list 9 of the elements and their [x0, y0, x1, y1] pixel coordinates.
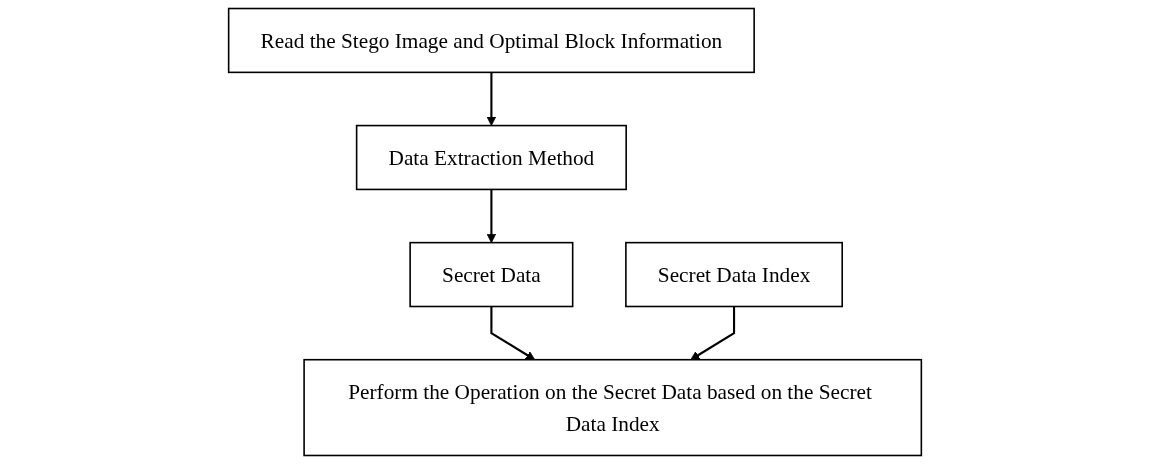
arrow	[690, 306, 736, 361]
arrow	[486, 72, 497, 126]
node-box: Read the Stego Image and Optimal Block Information	[227, 7, 755, 74]
node-box: Secret Data	[409, 241, 574, 308]
node-box: Data Extraction Method	[355, 124, 627, 191]
arrow	[486, 189, 497, 244]
node-box: Secret Data Index	[625, 241, 843, 308]
arrow	[490, 306, 536, 361]
node-box: Perform the Operation on the Secret Data based on the Secret Data Index	[303, 358, 923, 457]
